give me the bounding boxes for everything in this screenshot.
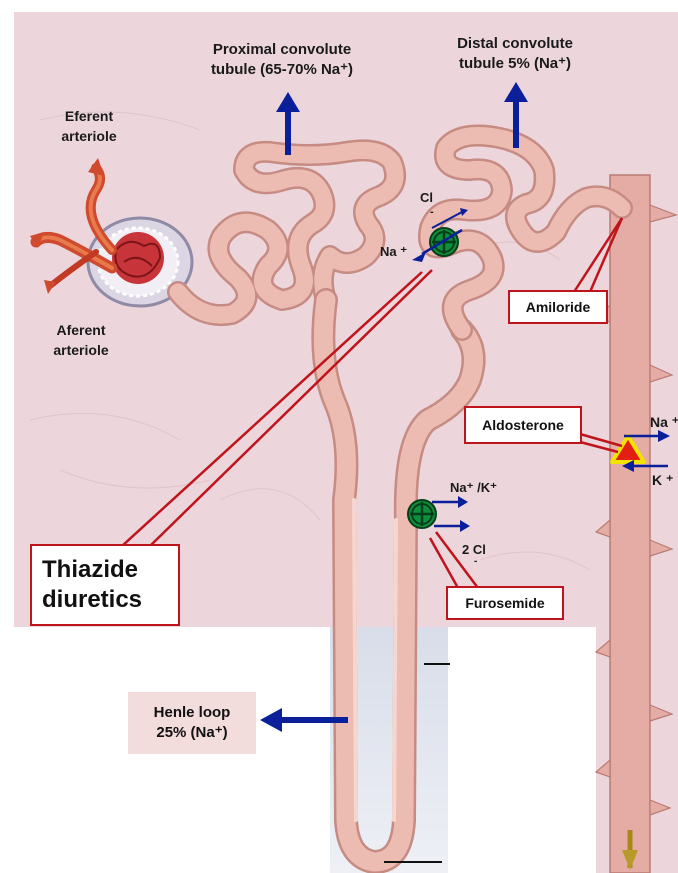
- na-ion-label: Na ⁺: [380, 244, 407, 260]
- furosemide-callout: Furosemide: [446, 586, 564, 620]
- proximal-label-line1: Proximal convolute: [182, 40, 382, 60]
- aferent-label-line2: arteriole: [36, 340, 126, 360]
- distal-label-line1: Distal convolute: [430, 34, 600, 54]
- k-right-label: K ⁺: [652, 472, 673, 489]
- two-cl-label: 2 Cl: [462, 542, 486, 557]
- two-cl-charge-label: -: [474, 556, 477, 567]
- thiazide-label-line1: Thiazide: [42, 555, 138, 585]
- distal-tubule-label: Distal convolute tubule 5% (Na⁺): [430, 34, 600, 74]
- proximal-label-line2: tubule (65-70% Na⁺): [182, 60, 382, 80]
- aferent-arteriole-label: Aferent arteriole: [36, 320, 126, 360]
- henle-loop-callout: Henle loop 25% (Na⁺): [128, 692, 256, 754]
- aldosterone-callout: Aldosterone: [464, 406, 582, 444]
- eferent-arteriole-label: Eferent arteriole: [44, 106, 134, 146]
- na-right-label: Na ⁺: [650, 414, 678, 431]
- cl-charge-label: -: [430, 206, 434, 218]
- proximal-tubule-label: Proximal convolute tubule (65-70% Na⁺): [182, 40, 382, 80]
- distal-label-line2: tubule 5% (Na⁺): [430, 54, 600, 74]
- aferent-label-line1: Aferent: [36, 320, 126, 340]
- eferent-label-line2: arteriole: [44, 126, 134, 146]
- eferent-label-line1: Eferent: [44, 106, 134, 126]
- thiazide-callout: Thiazide diuretics: [30, 544, 180, 626]
- cl-ion-label: Cl: [420, 190, 433, 205]
- henle-label-line1: Henle loop: [154, 703, 231, 723]
- henle-label-line2: 25% (Na⁺): [156, 723, 227, 743]
- nak-ion-label: Na⁺ /K⁺: [450, 480, 497, 496]
- thiazide-label-line2: diuretics: [42, 585, 142, 615]
- amiloride-callout: Amiloride: [508, 290, 608, 324]
